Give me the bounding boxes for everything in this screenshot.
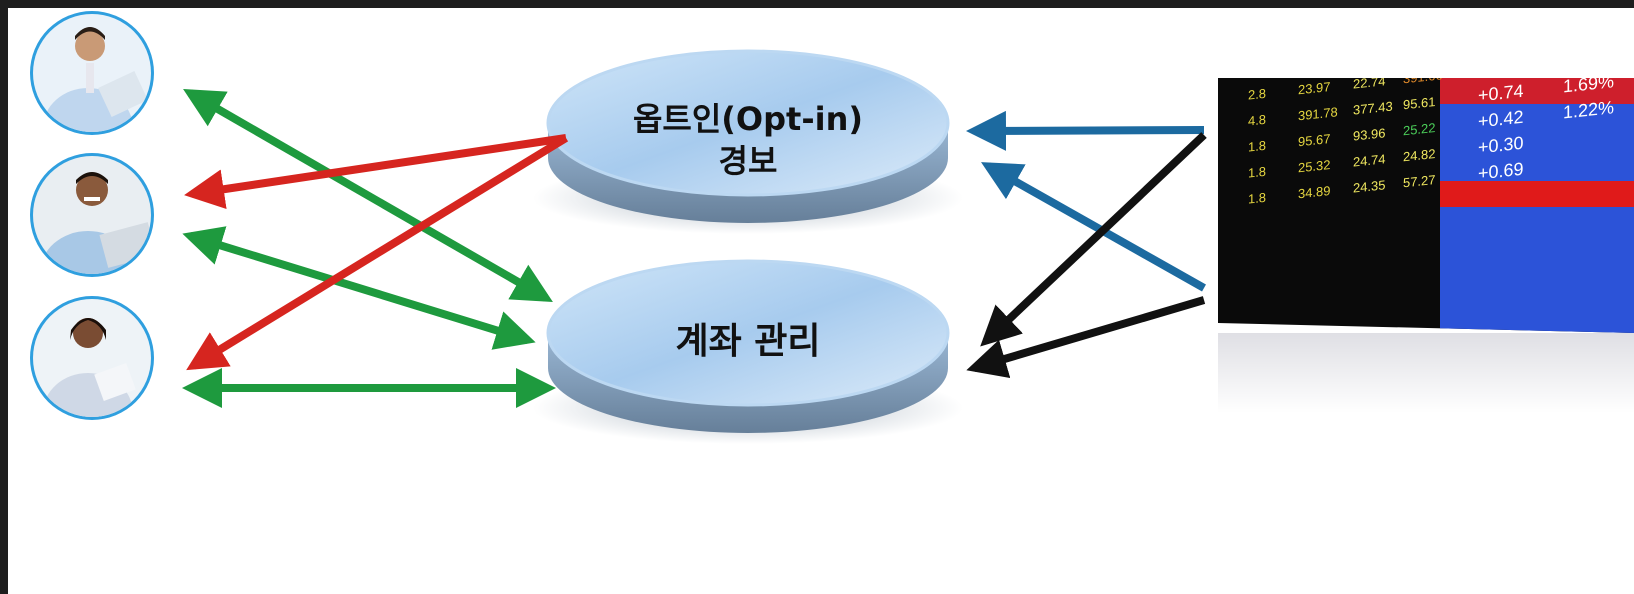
ticker-cell: 40.86 [1353, 8, 1385, 14]
ticker-cell: 22.74 [1353, 73, 1385, 91]
ticker-cell: -1.26 [1478, 29, 1519, 53]
ticker-cell: 93.96 [1353, 125, 1385, 143]
account-management-label: 계좌 관리 [598, 321, 898, 363]
ticker-cell: 1.8 [1248, 164, 1266, 181]
diagram-svg: 1.835.7537.5217.12-0.031.81%1.817.4717.0… [30, 8, 1634, 444]
ticker-cell: 2.8 [1248, 8, 1266, 25]
ticker-cell: 23.37 [1403, 42, 1435, 60]
arrow-optin-user2 [184, 134, 567, 210]
ticker-cell: +0.30 [1478, 133, 1523, 158]
businessman-avatar-icon [30, 11, 154, 135]
arrow-ticker-account-2 [966, 296, 1206, 379]
black-arrows [966, 132, 1207, 379]
arrow-user1-account [183, 89, 553, 302]
account-management-label-text: 계좌 관리 [675, 321, 821, 362]
ticker-cell: 391.78 [1298, 104, 1338, 123]
ticker-cell: 21.71 [1353, 47, 1385, 65]
ticker-cell: 26.07 [1353, 21, 1385, 39]
ticker-cell: 25.22 [1403, 120, 1435, 138]
diagram-canvas: 1.835.7537.5217.12-0.031.81%1.817.4717.0… [8, 8, 1634, 594]
ticker-cell: 21.15 [1298, 27, 1330, 45]
green-arrows [182, 89, 556, 408]
red-arrows [184, 134, 569, 371]
ticker-cell: 3.8 [1248, 34, 1266, 51]
ticker-cell: 22.39 [1298, 53, 1330, 71]
arrow-ticker-optin-1 [966, 110, 1205, 151]
ticker-cell: 2.8 [1248, 86, 1266, 103]
ticker-cell: +0.42 [1478, 107, 1523, 132]
ticker-cell: 0.78% [1563, 45, 1614, 70]
stock-ticker-board-image: 1.835.7537.5217.12-0.031.81%1.817.4717.0… [1218, 8, 1634, 413]
ticker-cell: 4.8 [1248, 112, 1266, 129]
smiling-man-avatar-icon [30, 153, 154, 277]
ticker-cell: 42.45 [1298, 8, 1330, 19]
ticker-cell: 391.66 [1403, 67, 1443, 86]
ticker-cell: +0.69 [1478, 159, 1523, 184]
businesswoman-avatar-icon [30, 296, 154, 420]
ticker-cell: 1.69% [1563, 71, 1614, 96]
optin-alert-label-line2: 경보 [718, 142, 778, 180]
ticker-cell: 57.27 [1403, 172, 1435, 190]
optin-alert-label: 옵트인(Opt-in) 경보 [598, 98, 898, 182]
ticker-cell: 23.97 [1298, 79, 1330, 97]
ticker-cell: 24.82 [1403, 146, 1435, 164]
ticker-cell: 22.47 [1403, 16, 1435, 34]
ticker-cell: 1.8 [1248, 190, 1266, 207]
ticker-cell: -5.12% [1563, 8, 1620, 19]
ticker-cell: 95.67 [1298, 131, 1330, 149]
account-management-disk [533, 259, 963, 444]
ticker-cell: +12.51 [1478, 54, 1534, 80]
arrow-ticker-optin-2 [981, 162, 1206, 292]
arrow-optin-user3 [186, 134, 569, 371]
ticker-cell: 2.8 [1248, 60, 1266, 77]
ticker-cell: +0.74 [1478, 81, 1523, 106]
arrow-user2-account [182, 226, 536, 350]
ticker-cell: 95.61 [1403, 94, 1435, 112]
optin-alert-label-line1: 옵트인(Opt-in) [632, 100, 863, 138]
ticker-cell: 3.30% [1563, 19, 1614, 44]
ticker-cell: 1.8 [1248, 138, 1266, 155]
arrow-ticker-account-1 [980, 132, 1207, 347]
ticker-cell: 24.74 [1353, 151, 1385, 169]
ticker-cell: 25.32 [1298, 157, 1330, 175]
ticker-cell: 24.35 [1353, 177, 1385, 195]
ticker-cell: 34.89 [1298, 183, 1330, 201]
ticker-cell: 377.43 [1353, 98, 1393, 117]
ticker-cell: +0.46 [1478, 8, 1523, 27]
blue-arrows [966, 110, 1206, 292]
